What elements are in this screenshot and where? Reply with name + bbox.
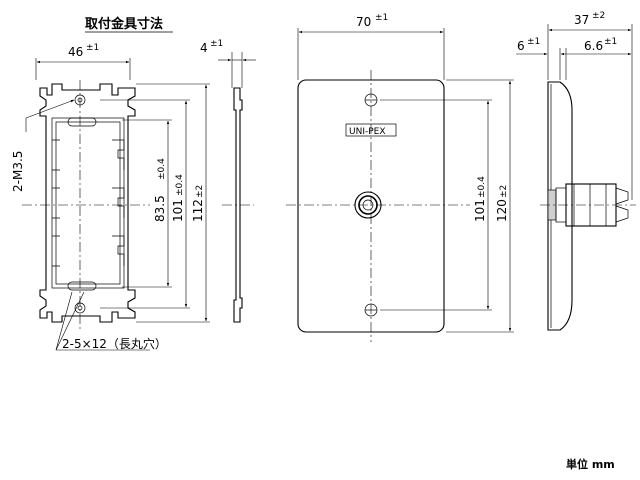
front-width-value: 70 (356, 15, 371, 29)
front-pitch-tol: ±0.4 (477, 176, 487, 198)
bracket-side-view: 4 ±1 (200, 39, 256, 323)
front-view: 70 ±1 UNI-PEX 101 ±0.4 120 ±2 (286, 13, 514, 342)
pitch-mid-value: 101 (171, 199, 185, 222)
depth-tol: ±2 (592, 11, 605, 21)
bracket-title: 取付金具寸法 (85, 16, 163, 32)
slot-hole-top (67, 117, 97, 127)
jack-terminals (615, 187, 629, 223)
depth-value: 37 (574, 13, 589, 27)
jack-hole (362, 199, 374, 211)
front-height-value: 120 (495, 199, 509, 222)
front-pitch-value: 101 (473, 199, 487, 222)
bracket-tabs-right (112, 139, 125, 266)
hole-leader-2 (55, 291, 85, 351)
bracket-window-inner (55, 121, 121, 285)
bracket-outline (39, 83, 136, 323)
bracket-side-profile (233, 87, 243, 323)
side-plate-profile (547, 81, 573, 331)
hole-label: 2-5×12（長丸穴） (62, 336, 167, 351)
pitch-mid-tol: ±0.4 (175, 174, 185, 196)
front-height-tol: ±2 (499, 185, 509, 198)
thickness-value: 4 (200, 41, 208, 55)
bracket-width-value: 46 (68, 45, 83, 59)
jack-outer (354, 191, 382, 219)
jack-dim-tol: ±1 (604, 37, 617, 47)
logo-box (345, 123, 397, 137)
bracket-view: 取付金具寸法 46 ±1 2-M3.5 83.5 (11, 16, 210, 351)
plate-dim-value: 6 (517, 39, 525, 53)
pitch-inner-tol: ±0.4 (157, 158, 167, 180)
jack-ring (358, 195, 378, 215)
thickness-tol: ±1 (210, 39, 223, 49)
pitch-inner-value: 83.5 (153, 195, 167, 222)
screw-leader (25, 99, 75, 119)
bracket-height-value: 112 (191, 199, 205, 222)
plate-dim-tol: ±1 (527, 37, 540, 47)
jack-dim-value: 6.6 (584, 39, 603, 53)
screw-label: 2-M3.5 (11, 151, 25, 192)
front-width-tol: ±1 (375, 13, 388, 23)
bracket-tabs-left (52, 139, 60, 267)
side-view: 37 ±2 6 ±1 6.6 ±1 (516, 11, 636, 331)
unit-label: 単位 mm (566, 457, 615, 471)
slot-hole-bottom (67, 281, 97, 291)
bracket-window (51, 117, 125, 289)
hole-leader (55, 291, 73, 351)
brand-logo: UNI-PEX (349, 127, 386, 137)
bracket-height-tol: ±2 (195, 185, 205, 198)
bracket-width-tol: ±1 (86, 43, 99, 53)
